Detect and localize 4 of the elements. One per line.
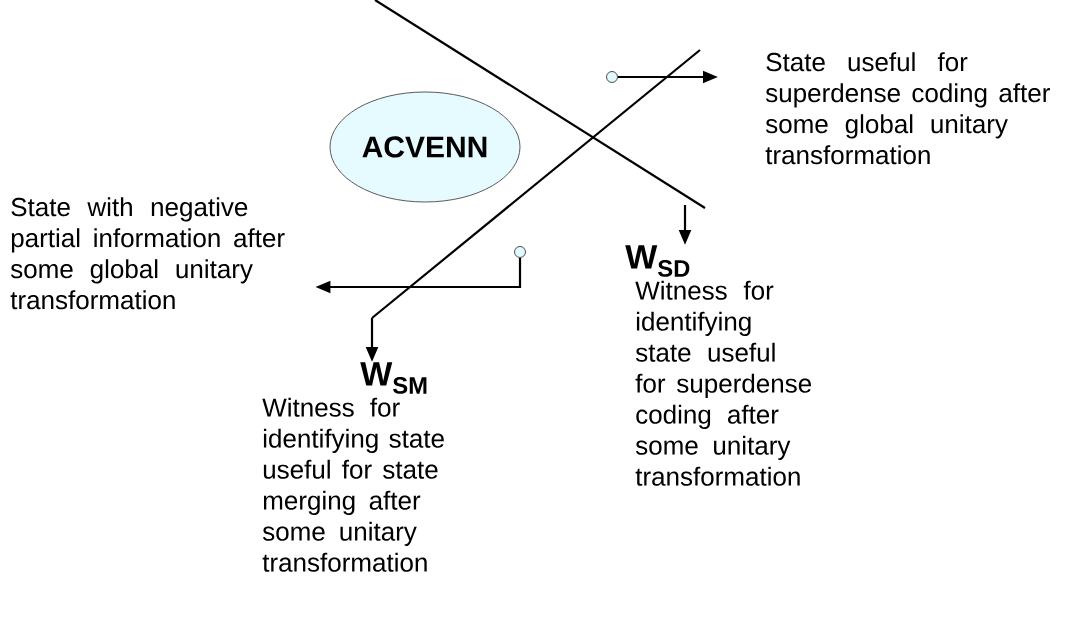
state-text: State with negative partial information after some global unitary transformation bbox=[10, 197, 285, 310]
witness-text: W$_{SM}$ Witness for identifying state useful for state merging after some unitary transformation bbox=[262, 362, 444, 572]
witness-text: W$_{SD}$ Witness for identifying state useful for superdense coding after some unitary transformation bbox=[625, 245, 811, 486]
state-text: State useful for superdense coding after some global unitary transformation bbox=[765, 52, 1050, 165]
